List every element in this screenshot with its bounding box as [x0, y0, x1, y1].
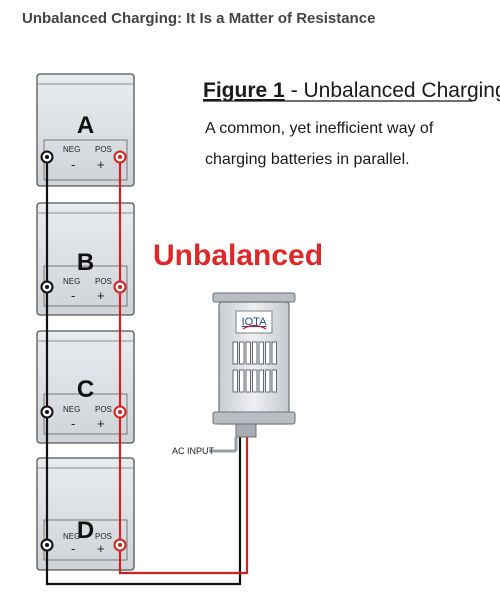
- minus-sign: -: [71, 288, 75, 303]
- unbalanced-label: Unbalanced: [153, 239, 323, 272]
- cooling-fins: [232, 341, 277, 393]
- pos-label: POS: [95, 532, 112, 541]
- pos-label: POS: [95, 145, 112, 154]
- pos-label: POS: [95, 405, 112, 414]
- battery-letter: D: [77, 517, 94, 544]
- battery-letter: B: [77, 249, 94, 276]
- ac-input-cord: AC INPUT: [172, 437, 238, 456]
- battery-c: C NEG POS - +: [36, 330, 135, 444]
- charger-brand: IOTA: [242, 316, 268, 328]
- plus-sign: +: [97, 416, 105, 431]
- battery-b: B NEG POS - +: [36, 202, 135, 316]
- page-headline: Unbalanced Charging: It Is a Matter of R…: [22, 10, 376, 27]
- plus-sign: +: [97, 288, 105, 303]
- battery-d: D NEG POS - +: [36, 457, 135, 571]
- charger-logo-swoosh: [242, 324, 267, 330]
- battery-letter: A: [77, 112, 94, 139]
- negative-wiring: [45, 157, 242, 586]
- positive-wiring: [118, 157, 249, 575]
- neg-label: NEG: [63, 532, 80, 541]
- neg-label: NEG: [63, 277, 80, 286]
- terminal-posts: [40, 150, 127, 552]
- figure-description-line-1: A common, yet inefficient way of: [205, 120, 434, 137]
- plus-sign: +: [97, 157, 105, 172]
- figure-description-line-2: charging batteries in parallel.: [205, 151, 410, 168]
- minus-sign: -: [71, 541, 75, 556]
- figure-title: Figure 1- Unbalanced Charging: [203, 79, 500, 102]
- pos-label: POS: [95, 277, 112, 286]
- minus-sign: -: [71, 157, 75, 172]
- battery-letter: C: [77, 376, 94, 403]
- battery-a: A NEG POS - +: [36, 73, 135, 187]
- minus-sign: -: [71, 416, 75, 431]
- neg-label: NEG: [63, 145, 80, 154]
- iota-charger: IOTA: [212, 292, 296, 438]
- plus-sign: +: [97, 541, 105, 556]
- ac-input-label: AC INPUT: [172, 446, 215, 456]
- neg-label: NEG: [63, 405, 80, 414]
